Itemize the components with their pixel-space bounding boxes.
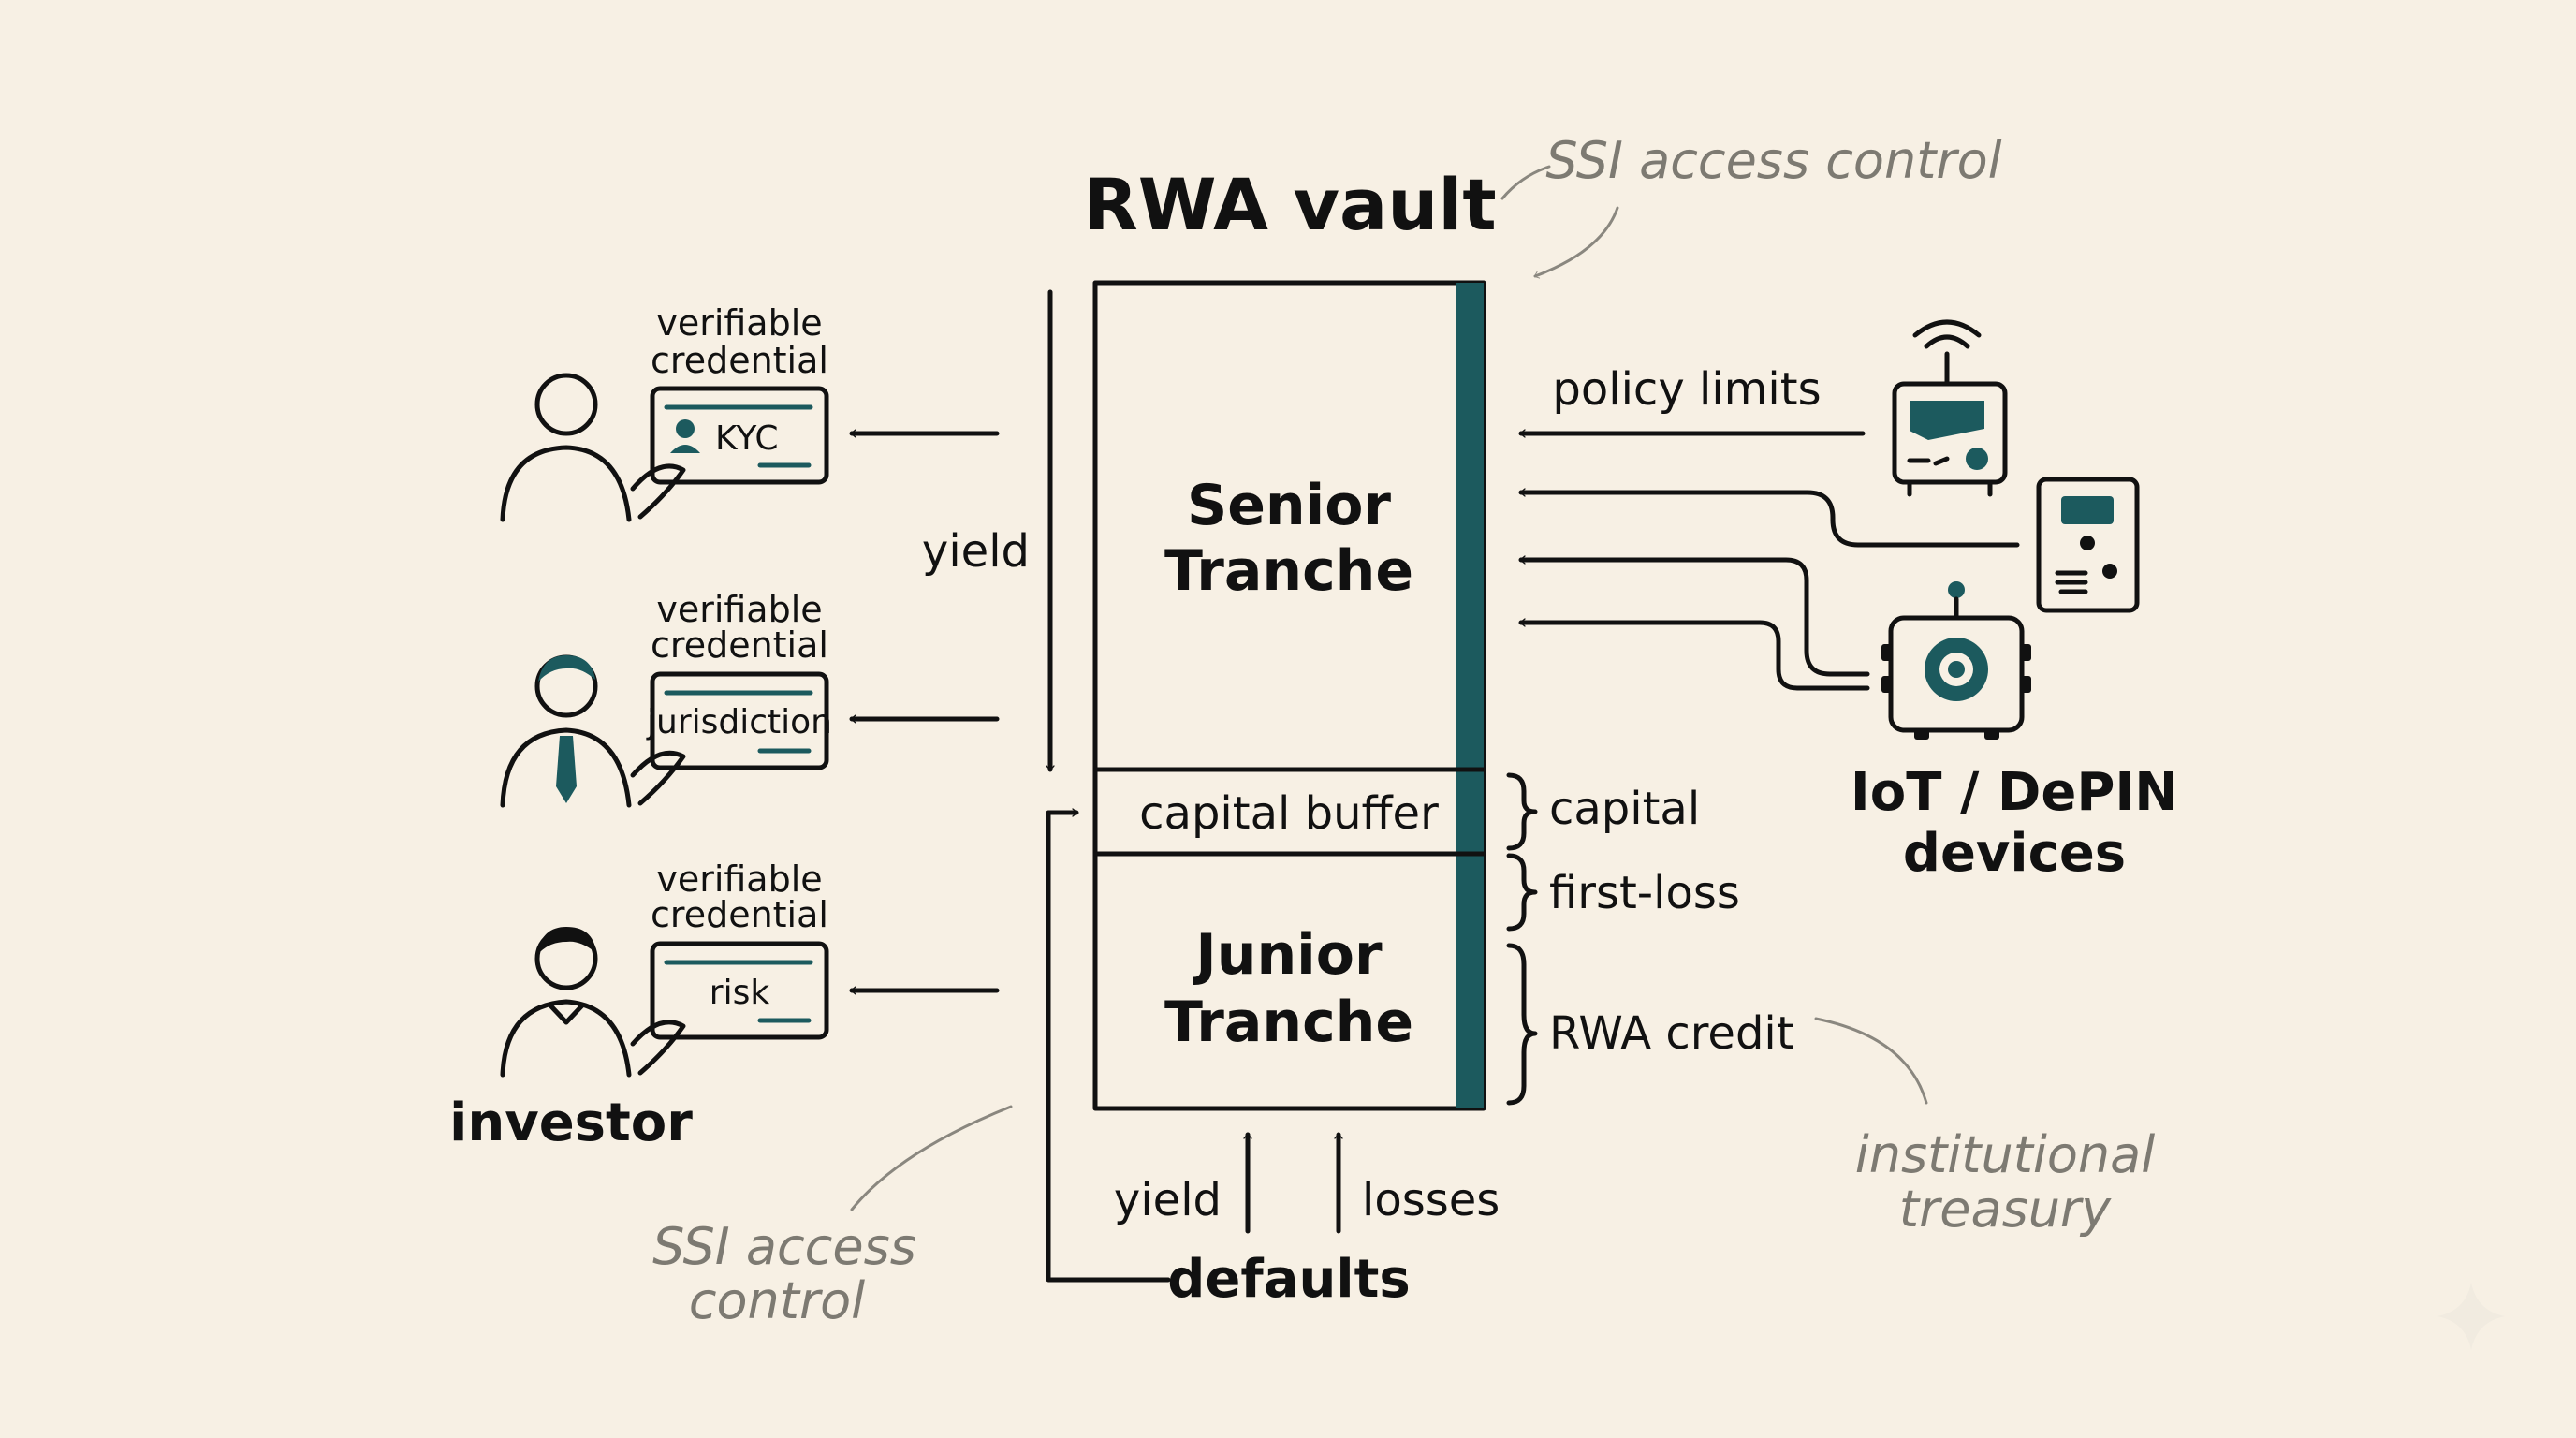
devices-label-2: devices [1903,823,2126,884]
first-loss-brace [1506,853,1538,932]
ssi-top-arrow [1533,206,1619,279]
institutional-treasury-1: institutional [1855,1125,2155,1184]
ssi-bottom-swoosh [850,1105,1013,1211]
credential-label-3b: credential [651,894,828,935]
credential-label-2b: credential [651,624,828,666]
first-loss-bracket-label: first-loss [1549,867,1740,919]
kyc-card-label: KYC [715,419,778,458]
investor-2-hair-icon [538,655,595,682]
investor-label: investor [449,1093,693,1153]
credential-label-1a: verifiable [656,302,822,344]
card-1-avatar-icon [676,419,695,438]
investor-2: verifiable credential jurisdiction [500,589,1000,808]
risk-credential-card [650,941,829,1040]
devices-label-1: IoT / DePIN [1851,762,2178,823]
credential-label-3a: verifiable [656,858,822,900]
diagram-title: RWA vault [1083,163,1497,246]
investor-1: verifiable credential KYC [500,302,1000,522]
investor-3-body-icon [500,999,632,1078]
policy-arrow-3 [1518,555,1870,677]
jurisdiction-card-label: jurisdiction [646,703,832,741]
ssi-access-control-bottom-1: SSI access [652,1217,916,1276]
losses-label: losses [1362,1174,1500,1226]
rwa-credit-bracket-label: RWA credit [1549,1007,1794,1060]
investor-1-body-icon [500,445,632,522]
policy-arrow-2 [1518,488,2020,548]
router-device-icon [1892,319,2008,497]
risk-card-label: risk [710,974,770,1012]
investor-2-body-icon [500,727,632,808]
jurisdiction-credential-card [650,671,829,770]
ssi-access-control-top: SSI access control [1545,131,2001,190]
sparkle-icon [2437,1283,2505,1350]
investor-3-collar-icon [548,1003,585,1025]
rwa-vault: Senior Tranche capital buffer Junior Tra… [1092,280,1486,1111]
investor-3-hand-icon [630,1020,686,1076]
senior-tranche-label-1: Senior [1187,473,1391,538]
policy-limits-label: policy limits [1552,363,1821,416]
kyc-credential-card [650,386,829,485]
credential-label-1b: credential [651,340,828,381]
investor-1-head-icon [534,373,598,436]
senior-tranche-label-2: Tranche [1164,538,1413,604]
capital-brace [1506,772,1538,851]
investor-2-hand-icon [630,750,686,806]
institutional-treasury-2: treasury [1899,1180,2112,1239]
ssi-top-swoosh [1500,165,1551,200]
card-1-avatar-body-icon [670,445,700,453]
defaults-label: defaults [1167,1249,1410,1310]
yield-left-label: yield [922,525,1030,578]
credential-label-2a: verifiable [656,589,822,630]
yield-bottom-label: yield [1114,1174,1222,1226]
iot-sensor-device-icon [1881,581,2031,740]
policy-arrow-4 [1518,618,1870,691]
investor-1-hand-icon [630,463,686,520]
junior-tranche-label-1: Junior [1192,922,1383,988]
investor-3-hair-icon [537,927,596,955]
capital-buffer-label: capital buffer [1139,787,1439,840]
junior-tranche-label-2: Tranche [1164,990,1413,1055]
defaults-loop-arrow [1046,808,1171,1283]
investor-3: verifiable credential risk [500,858,1000,1078]
investor-2-tie-icon [556,736,577,803]
treasury-swoosh [1814,1017,1928,1105]
rwa-credit-brace [1506,943,1538,1106]
vault-side-bar [1456,283,1484,1108]
ssi-access-control-bottom-2: control [689,1271,865,1330]
sensor-panel-device-icon [2036,477,2140,613]
capital-bracket-label: capital [1549,783,1700,835]
